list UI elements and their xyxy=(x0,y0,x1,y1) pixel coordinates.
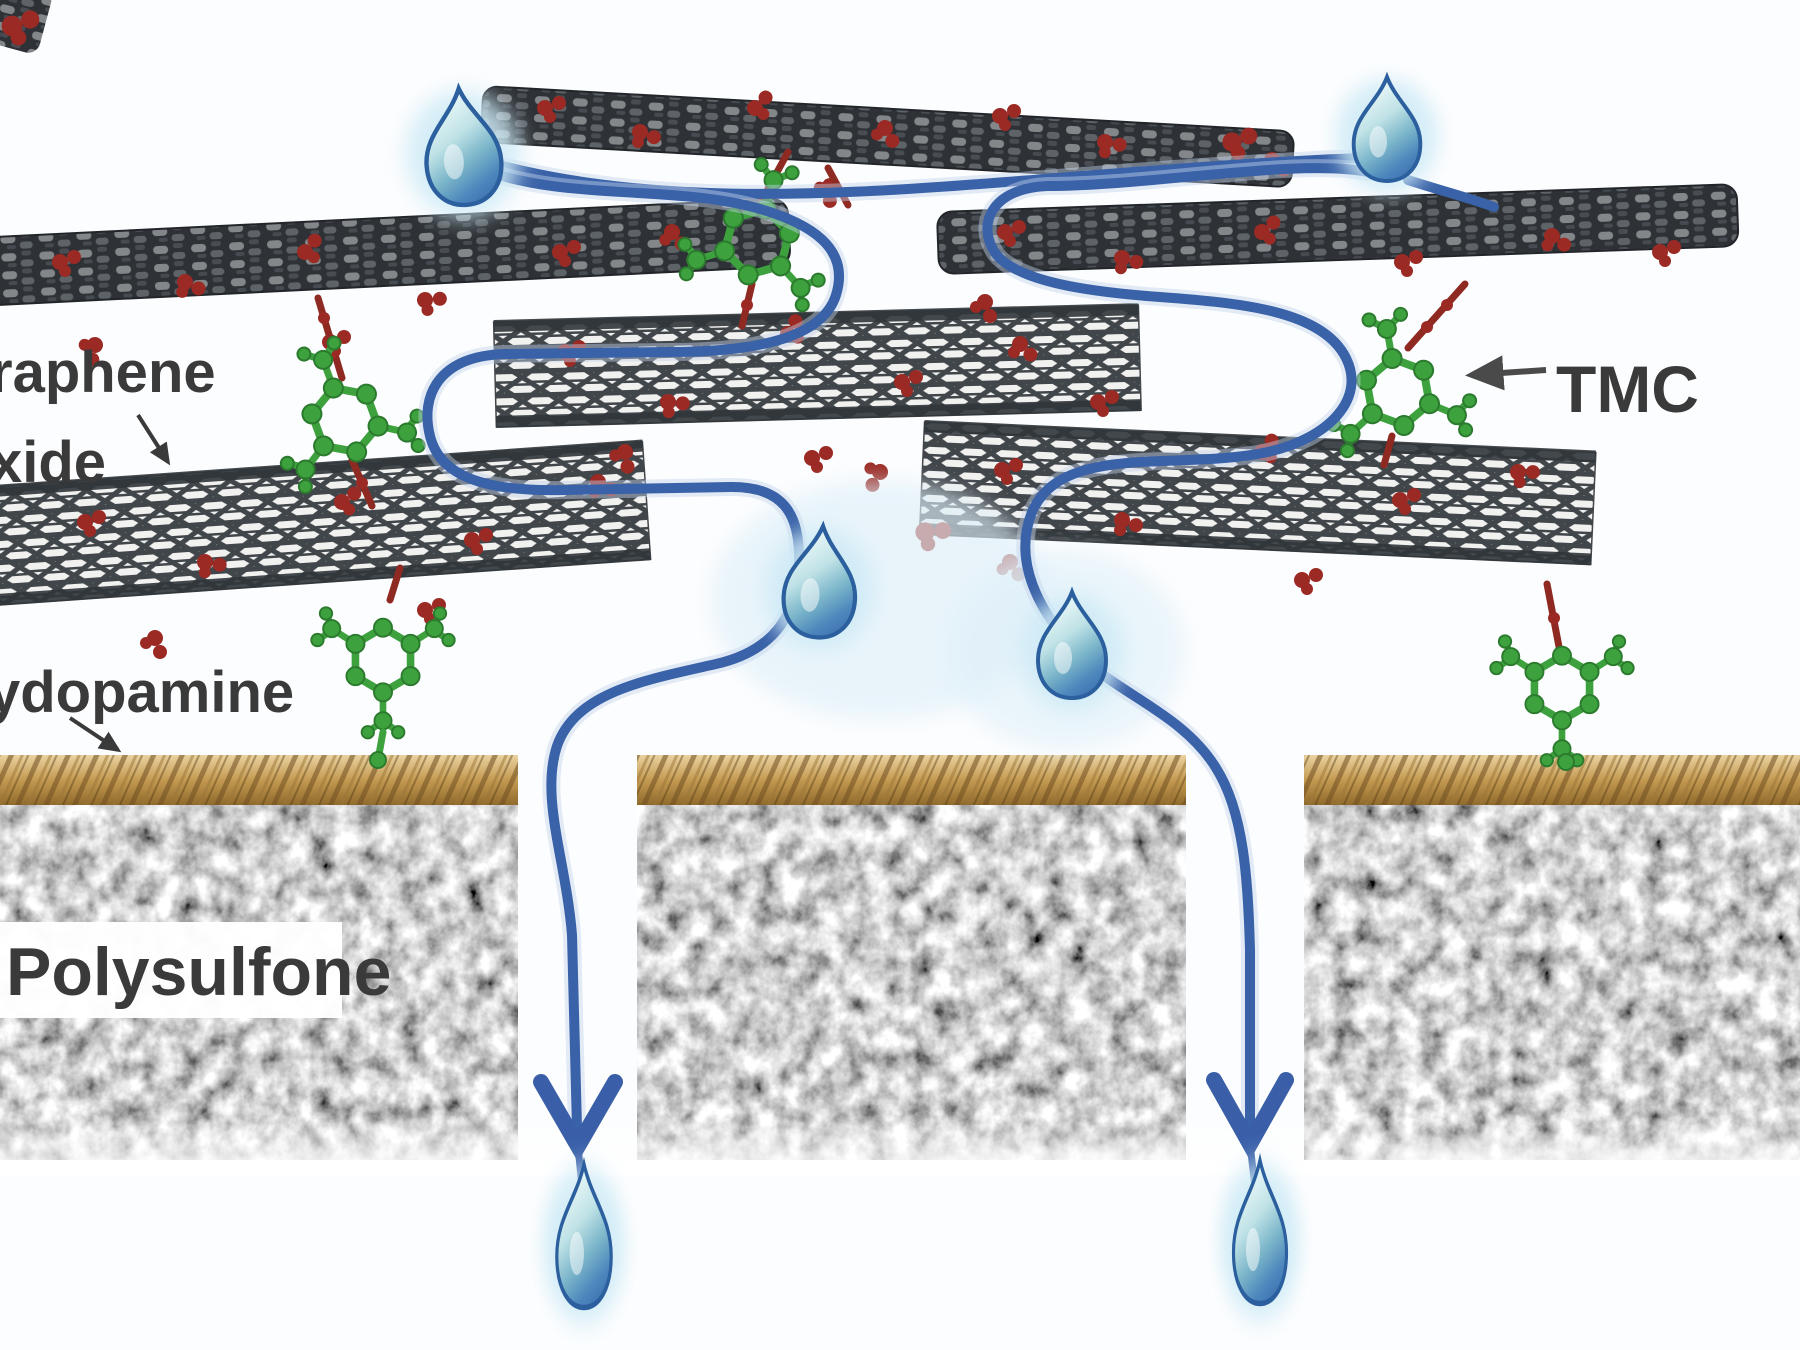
polydopamine-label: ydopamine xyxy=(0,660,294,725)
graphene-sheet-corner xyxy=(0,0,52,53)
polysulfone-label: Polysulfone xyxy=(6,934,391,1010)
graphene-lattice-right xyxy=(918,420,1597,566)
annotations: raphene xide ydopamine Polysulfone TMC xyxy=(0,340,1699,1018)
graphene-sheet-right-mid xyxy=(936,183,1740,275)
graphene-oxide-arrow-icon xyxy=(136,413,171,466)
water-droplet xyxy=(1336,77,1438,193)
graphene-oxide-label-line1: raphene xyxy=(0,340,216,405)
block-bottom-fade xyxy=(0,1115,1800,1175)
polysulfone-label-box xyxy=(0,922,342,1018)
polydopamine-arrow-icon xyxy=(68,716,122,753)
tmc-molecule xyxy=(311,607,454,738)
flow-path-right xyxy=(982,163,1373,1133)
tmc-molecule xyxy=(1309,298,1482,460)
water-droplet xyxy=(542,1164,625,1323)
water-droplet xyxy=(1219,1160,1300,1319)
flow-path-stub xyxy=(1403,175,1499,212)
graphene-sheet-left-mid xyxy=(0,197,791,307)
graphene-oxide-label-line2: xide xyxy=(0,430,106,495)
flow-path-left xyxy=(422,163,845,1133)
polysulfone-block-right xyxy=(1304,755,1800,1160)
graphene-lattice-center xyxy=(492,303,1142,428)
polysulfone-block-center xyxy=(637,755,1186,1160)
tmc-arrow-icon xyxy=(1465,355,1547,391)
tmc-molecule xyxy=(1490,635,1633,766)
tmc-label: TMC xyxy=(1556,352,1699,426)
